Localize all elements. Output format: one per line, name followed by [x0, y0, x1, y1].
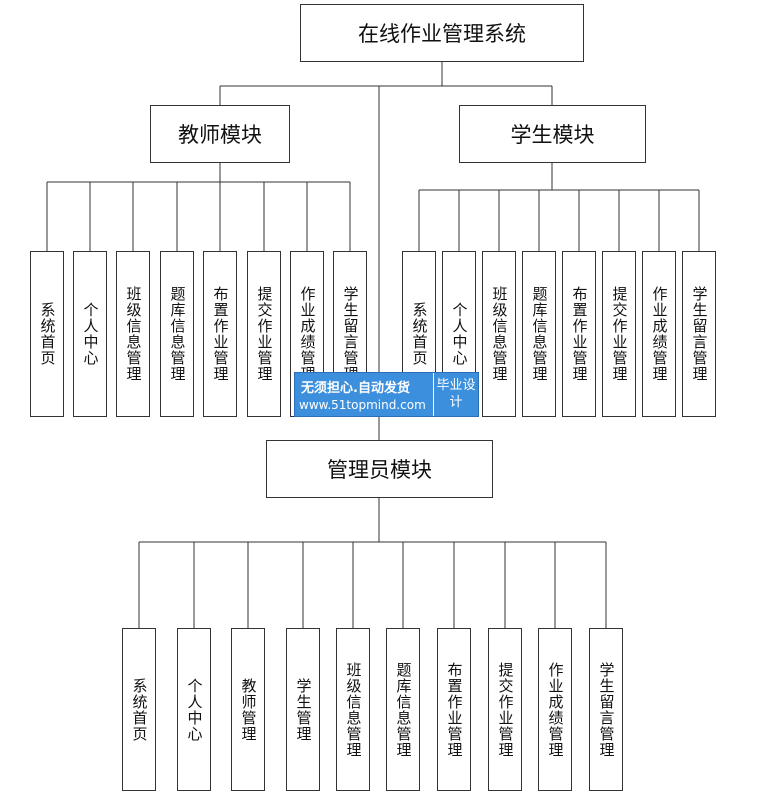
student-item-7: 作业成绩管理 — [642, 251, 676, 417]
admin-item-1: 系统首页 — [122, 628, 156, 791]
teacher-item-3: 班级信息管理 — [116, 251, 150, 417]
student-item-3: 班级信息管理 — [482, 251, 516, 417]
admin-item-3: 教师管理 — [231, 628, 265, 791]
admin-module-node: 管理员模块 — [266, 440, 493, 498]
admin-item-8: 提交作业管理 — [488, 628, 522, 791]
admin-module-label: 管理员模块 — [327, 458, 432, 482]
watermark-url: www.51topmind.com — [299, 398, 426, 412]
admin-item-2: 个人中心 — [177, 628, 211, 791]
admin-item-6: 题库信息管理 — [386, 628, 420, 791]
student-item-5: 布置作业管理 — [562, 251, 596, 417]
admin-item-5: 班级信息管理 — [336, 628, 370, 791]
teacher-item-6: 提交作业管理 — [247, 251, 281, 417]
watermark-badge: 毕业设计 — [433, 373, 478, 416]
student-item-6: 提交作业管理 — [602, 251, 636, 417]
student-module-node: 学生模块 — [459, 105, 646, 163]
root-node: 在线作业管理系统 — [300, 4, 584, 62]
teacher-module-node: 教师模块 — [150, 105, 290, 163]
admin-item-9: 作业成绩管理 — [538, 628, 572, 791]
watermark-text-area: 无须担心.自动发货 www.51topmind.com — [295, 373, 433, 416]
watermark-stamp: 无须担心.自动发货 www.51topmind.com 毕业设计 — [294, 372, 479, 417]
teacher-item-5: 布置作业管理 — [203, 251, 237, 417]
watermark-slogan: 无须担心.自动发货 — [301, 381, 410, 396]
student-item-4: 题库信息管理 — [522, 251, 556, 417]
teacher-item-1: 系统首页 — [30, 251, 64, 417]
teacher-module-label: 教师模块 — [178, 123, 262, 147]
admin-item-4: 学生管理 — [286, 628, 320, 791]
admin-item-7: 布置作业管理 — [437, 628, 471, 791]
admin-item-10: 学生留言管理 — [589, 628, 623, 791]
student-module-label: 学生模块 — [510, 123, 595, 147]
teacher-item-2: 个人中心 — [73, 251, 107, 417]
student-item-8: 学生留言管理 — [682, 251, 716, 417]
root-label: 在线作业管理系统 — [358, 22, 526, 46]
teacher-item-4: 题库信息管理 — [160, 251, 194, 417]
